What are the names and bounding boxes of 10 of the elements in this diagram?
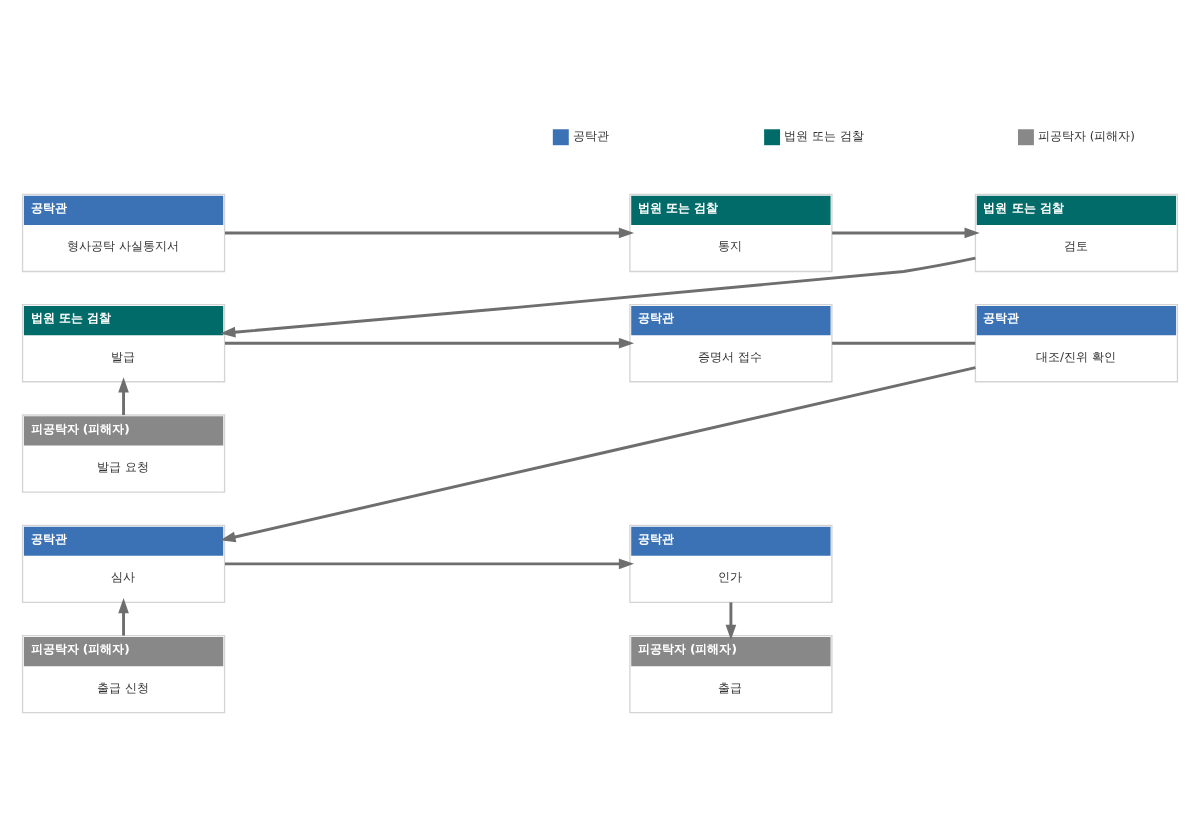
arrow [832,227,980,239]
arrow [725,602,737,640]
arrow [225,558,635,570]
arrow [220,366,976,543]
arrow [225,337,635,349]
arrow [220,256,976,338]
arrow [118,377,129,415]
arrow [118,597,129,636]
arrow [225,227,635,239]
connector [832,341,976,345]
